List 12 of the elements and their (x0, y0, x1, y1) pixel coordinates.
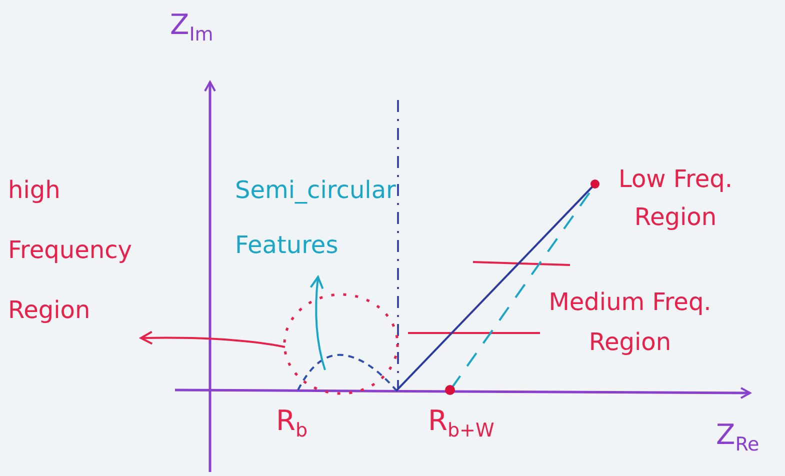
resistance-label: R$_{b}$ (276, 404, 308, 442)
region-label: Medium Freq. Region (530, 282, 730, 362)
arrow (310, 276, 326, 370)
region-label: Low Freq. Region (608, 160, 743, 240)
dotted-circle (283, 293, 399, 395)
region-label: high Frequency Region (8, 160, 140, 345)
arrow (140, 330, 286, 348)
axis-label: Z$_{Re}$ (716, 418, 760, 456)
axis-label: Z$_{Im}$ (170, 8, 214, 46)
feature-label: Semi_circular Features (235, 163, 450, 275)
resistance-label: R$_{b+W}$ (428, 404, 494, 442)
dashed-semicircle (297, 353, 397, 391)
